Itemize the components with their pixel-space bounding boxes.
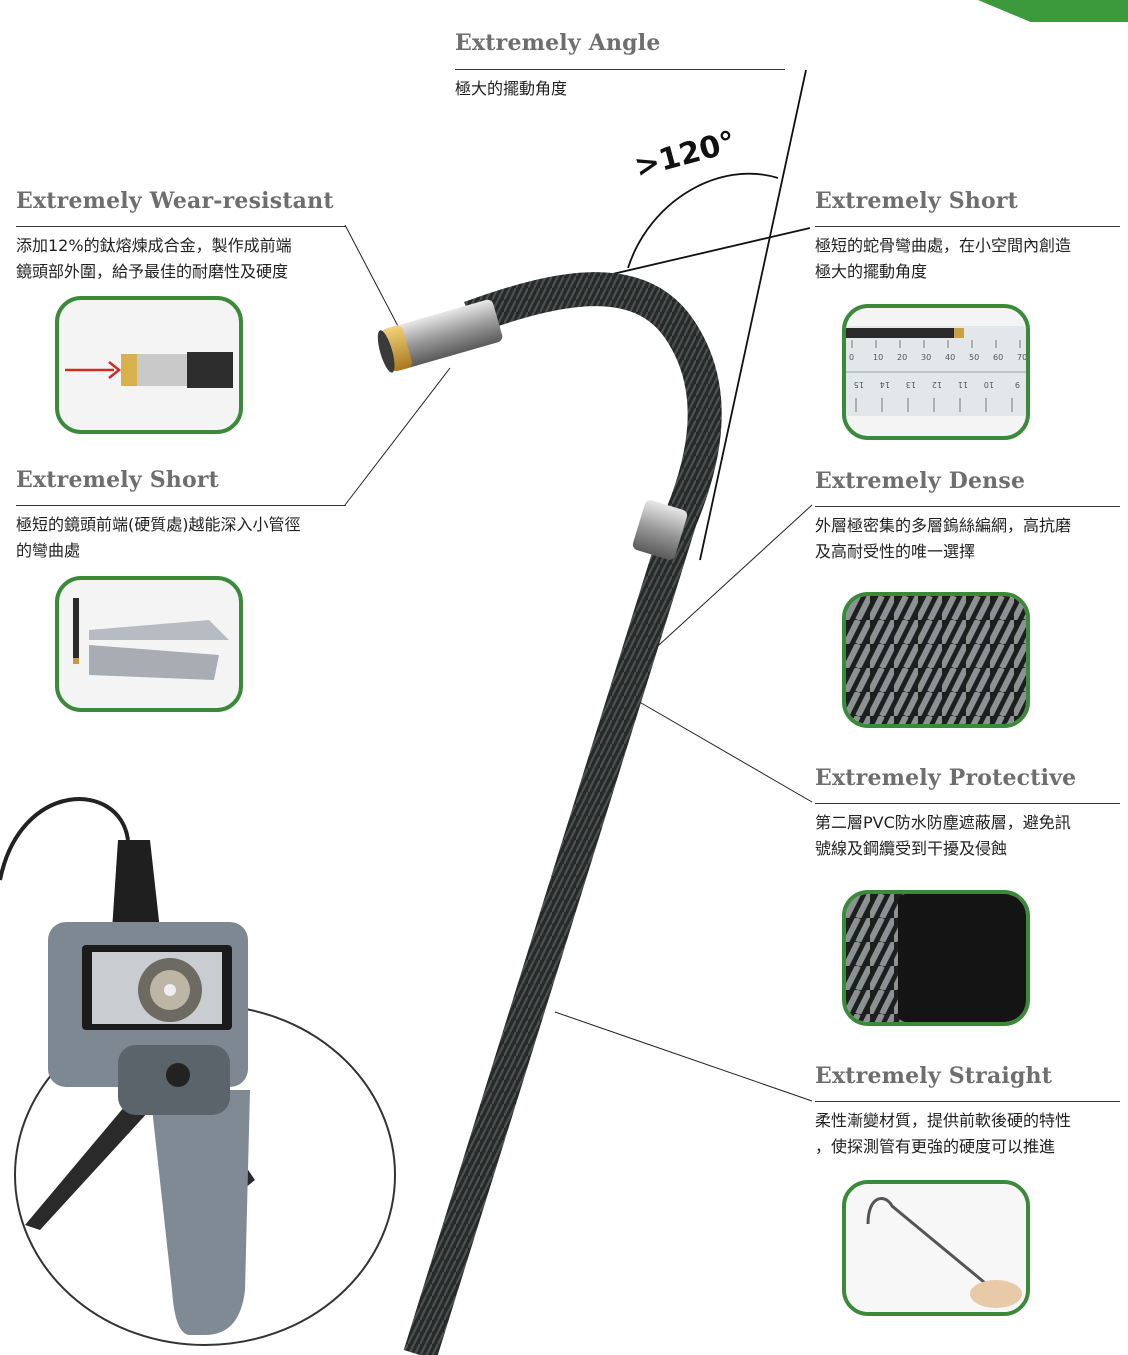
feature-heading-short-right: Extremely Short xyxy=(815,188,1019,214)
leader-wear xyxy=(344,224,401,331)
angle-arc xyxy=(627,172,779,269)
ruler-tick-label-inverted: 15 xyxy=(854,380,864,389)
feature-desc-short-left: 極短的鏡頭前端(硬質處)越能深入小管徑 的彎曲處 xyxy=(16,515,301,560)
ruler-tick-label-inverted: 11 xyxy=(958,380,968,389)
red-arrow-head xyxy=(108,361,122,379)
ruler-tick-label: 10 xyxy=(873,353,883,362)
feature-heading-dense: Extremely Dense xyxy=(815,468,1026,494)
feature-heading-short-left: Extremely Short xyxy=(16,467,220,493)
leader-protective xyxy=(635,699,813,803)
angle-desc: 極大的擺動角度 xyxy=(455,79,568,98)
ruler-tick-label: 50 xyxy=(969,353,979,362)
feature-rule xyxy=(815,1101,1120,1102)
leader-dense xyxy=(647,504,813,656)
ruler-tick-label-inverted: 10 xyxy=(984,380,994,389)
ruler-tick-label-inverted: 13 xyxy=(906,380,916,389)
thumb-caliper xyxy=(55,576,243,712)
angle-ray-vertical xyxy=(699,69,807,561)
leader-short-left xyxy=(344,367,451,506)
feature-desc-straight: 柔性漸變材質，提供前軟後硬的特性 ，使探測管有更強的硬度可以推進 xyxy=(815,1111,1072,1156)
ruler-tick-label: 60 xyxy=(993,353,1003,362)
angle-heading: Extremely Angle xyxy=(455,30,661,56)
feature-desc-short-right: 極短的蛇骨彎曲處，在小空間內創造 極大的擺動角度 xyxy=(815,236,1072,281)
ruler-tick-label-inverted: 9 xyxy=(1015,380,1020,389)
feature-desc-protective: 第二層PVC防水防塵遮蔽層，避免訊 號線及鋼纜受到干擾及侵蝕 xyxy=(815,813,1071,858)
probe-tip xyxy=(377,299,503,373)
feature-heading-protective: Extremely Protective xyxy=(815,765,1077,791)
ruler-tick-label: 20 xyxy=(897,353,907,362)
ruler-tick-label: 40 xyxy=(945,353,955,362)
feature-rule xyxy=(815,506,1120,507)
ruler-tick-label-inverted: 14 xyxy=(880,380,890,389)
ruler-tick-label-inverted: 12 xyxy=(932,380,942,389)
cable-ring xyxy=(632,500,688,560)
thumb-pvc-layer xyxy=(842,890,1030,1026)
feature-rule xyxy=(815,803,1120,804)
thumb-wear-resistant xyxy=(55,296,243,434)
feature-desc-wear-resistant: 添加12%的鈦熔煉成合金，製作成前端 鏡頭部外圍，給予最佳的耐磨性及硬度 xyxy=(16,236,292,281)
thumb-dense-braid xyxy=(842,592,1030,728)
ruler-graphic: 0 10 20 30 40 50 60 70 15 14 13 12 11 10 9 xyxy=(846,326,1026,416)
feature-rule xyxy=(16,505,346,506)
feature-rule xyxy=(815,226,1120,227)
feature-rule xyxy=(16,226,346,227)
leader-straight xyxy=(554,1011,813,1102)
feature-desc-dense: 外層極密集的多層鎢絲編網，高抗磨 及高耐受性的唯一選擇 xyxy=(815,516,1072,561)
feature-heading-straight: Extremely Straight xyxy=(815,1063,1053,1089)
feature-heading-wear-resistant: Extremely Wear-resistant xyxy=(16,188,334,214)
thumb-straight-probe xyxy=(842,1180,1030,1316)
ruler-tick-label: 70 xyxy=(1017,353,1026,362)
ruler-tick-label: 30 xyxy=(921,353,931,362)
braided-cable xyxy=(403,272,722,1355)
thumb-ruler: 0 10 20 30 40 50 60 70 15 14 13 12 11 10 9 xyxy=(842,304,1030,440)
angle-rule xyxy=(455,69,785,70)
ruler-tick-label: 0 xyxy=(849,353,854,362)
